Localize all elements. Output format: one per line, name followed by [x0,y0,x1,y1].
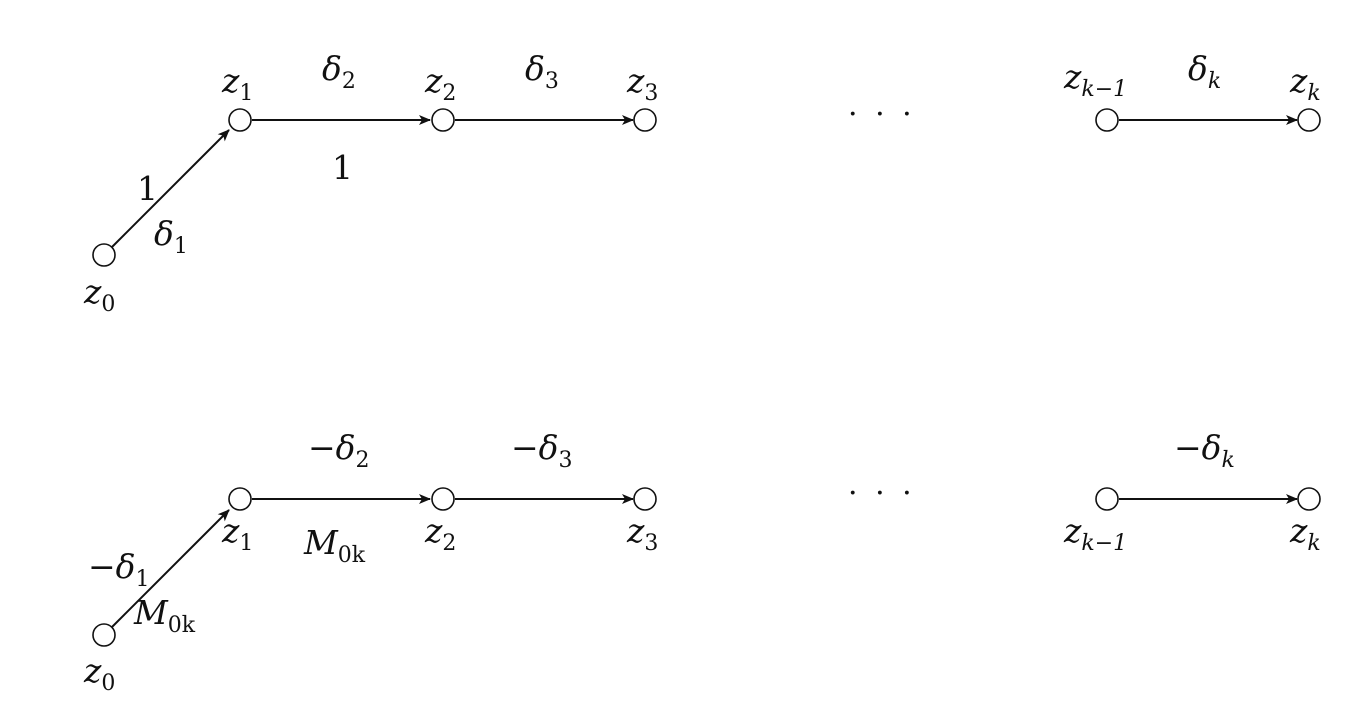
bottom-label-z1: z1 [221,511,253,556]
bottom-diagram: z0 z1 z2 z3 zk−1 zk −δ1 M0k −δ2 M0k [83,428,1321,696]
top-node-zk [1297,108,1321,132]
top-edge1-weight: 1 [137,169,158,208]
top-ellipsis: · · · [848,97,916,132]
bottom-edge3-delta: −δ3 [511,428,573,473]
top-label-z3: z3 [626,61,658,106]
top-node-z1 [228,108,252,132]
top-label-z1: z1 [221,61,253,106]
bottom-label-z2: z2 [424,511,456,556]
bottom-node-z2 [431,487,455,511]
bottom-node-z3 [633,487,657,511]
top-node-z2 [431,108,455,132]
bottom-edge1-delta: −δ1 [88,547,150,592]
bottom-edge2-m: M0k [303,523,366,568]
bottom-edge1-m: M0k [133,593,196,638]
bottom-edgek-delta: −δk [1174,428,1235,473]
top-edgek-delta: δk [1188,49,1221,94]
top-node-zkm1 [1095,108,1119,132]
bottom-edge-z0-z1 [111,509,230,628]
top-label-zk: zk [1289,61,1321,106]
top-edge2-delta: δ2 [322,49,356,94]
top-edge2-weight: 1 [332,148,353,187]
top-edge3-delta: δ3 [525,49,559,94]
bottom-node-z0 [92,623,116,647]
top-edge1-delta: δ1 [154,214,188,259]
top-node-z3 [633,108,657,132]
top-label-zkm1: zk−1 [1063,57,1127,102]
bottom-label-zk: zk [1289,511,1321,556]
bottom-label-z3: z3 [626,511,658,556]
bottom-node-zkm1 [1095,487,1119,511]
top-diagram: z0 z1 z2 z3 zk−1 zk 1 δ1 δ2 1 δ3 δk [83,49,1321,317]
top-node-z0 [92,243,116,267]
top-label-z0: z0 [83,272,115,317]
bottom-node-z1 [228,487,252,511]
top-edge-z0-z1 [111,129,230,248]
bottom-ellipsis: · · · [848,476,916,511]
bottom-edge2-delta: −δ2 [308,428,370,473]
top-label-z2: z2 [424,61,456,106]
bottom-node-zk [1297,487,1321,511]
bottom-label-zkm1: zk−1 [1063,511,1127,556]
bottom-label-z0: z0 [83,651,115,696]
